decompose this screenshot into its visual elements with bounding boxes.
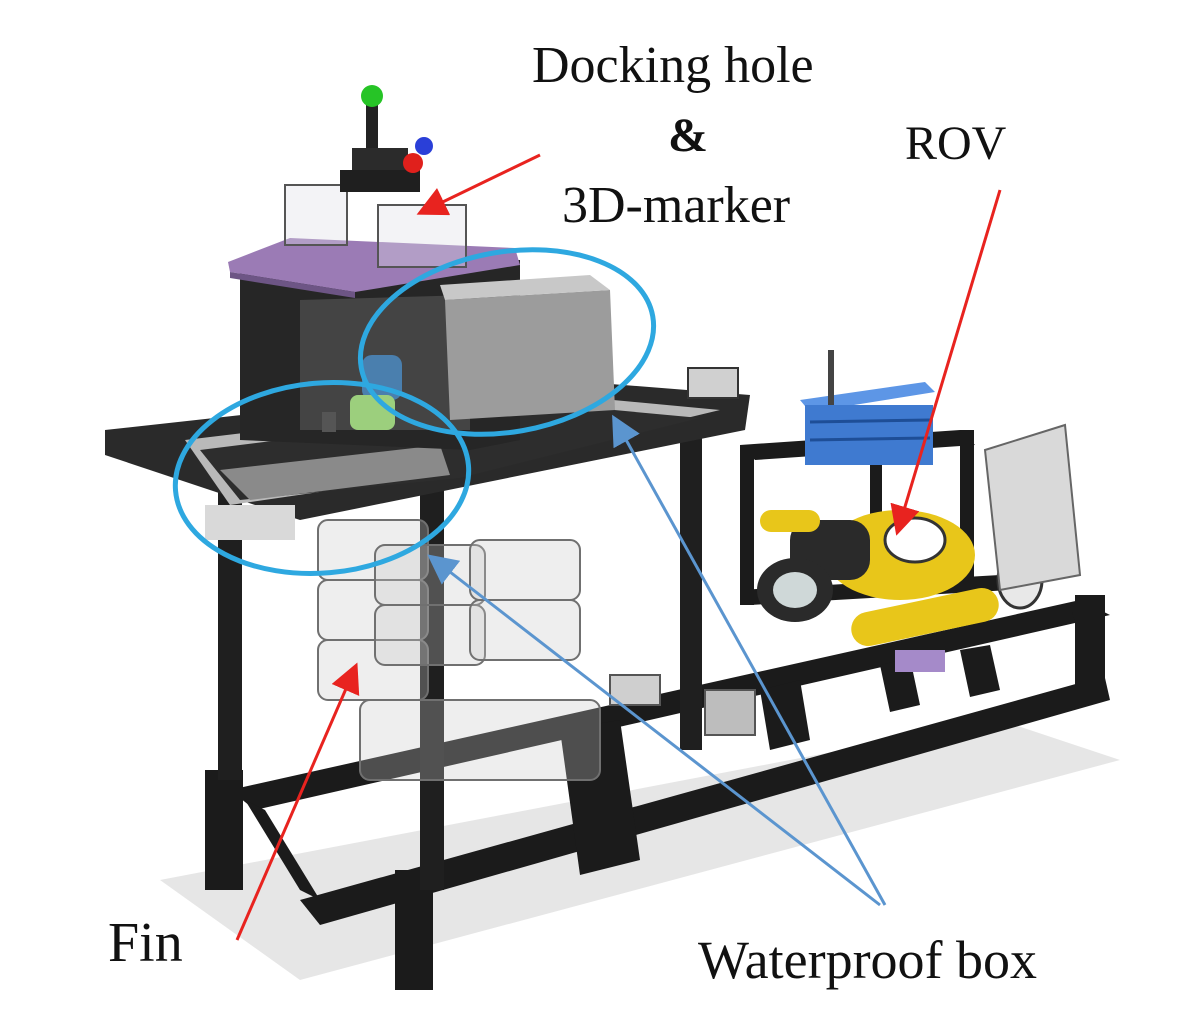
annotation-arrows bbox=[235, 153, 1002, 941]
upper-tower bbox=[240, 260, 615, 450]
battery-pack bbox=[800, 350, 935, 465]
top-clear-boxes bbox=[284, 184, 467, 268]
label-rov: ROV bbox=[905, 117, 1007, 170]
arrow-waterproof-box-upper bbox=[612, 414, 887, 906]
side-panel bbox=[983, 423, 1082, 592]
small-components bbox=[609, 367, 756, 736]
label-ampersand: & bbox=[668, 109, 708, 162]
label-waterproof-box: Waterproof box bbox=[698, 930, 1038, 990]
top-plate bbox=[228, 238, 520, 298]
fin-boxes bbox=[317, 519, 601, 781]
highlight-ring-upper-box bbox=[357, 247, 657, 437]
label-docking-hole: Docking hole bbox=[532, 37, 814, 94]
arrow-waterproof-box-lower bbox=[427, 554, 881, 907]
3d-marker bbox=[340, 85, 433, 192]
label-fin: Fin bbox=[108, 912, 183, 974]
arrow-fin bbox=[235, 662, 360, 941]
arrow-docking-hole bbox=[416, 153, 541, 216]
base-frame bbox=[205, 595, 1110, 990]
rov-body bbox=[757, 510, 1044, 672]
highlight-rings bbox=[172, 247, 657, 577]
highlight-ring-lower-box bbox=[172, 379, 472, 577]
label-3d-marker: 3D-marker bbox=[562, 177, 791, 234]
arrow-rov bbox=[890, 189, 1002, 536]
